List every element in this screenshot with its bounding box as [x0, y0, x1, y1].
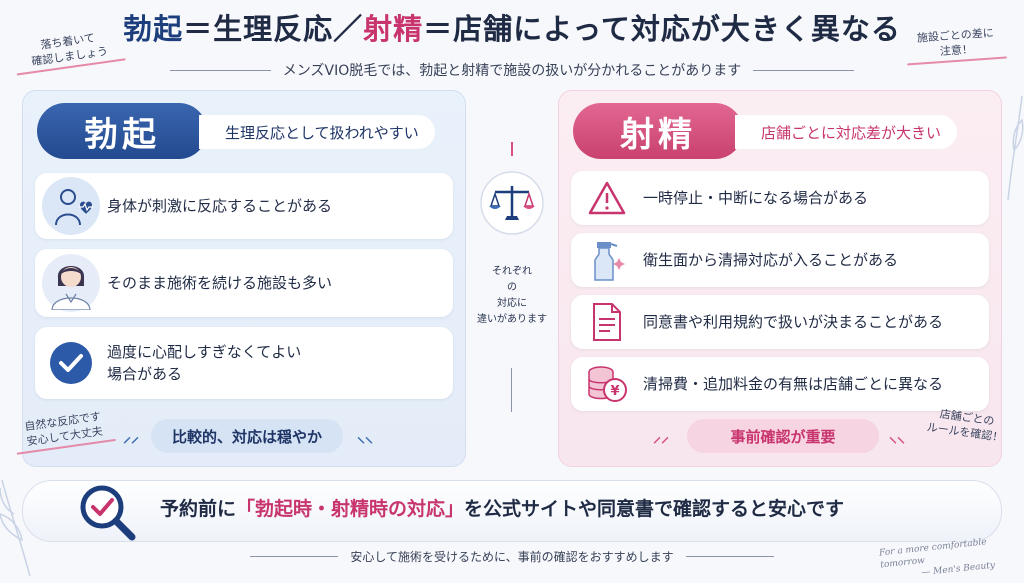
leaf-decoration — [1007, 95, 1024, 200]
item-text: 同意書や利用規約で扱いが決まることがある — [643, 313, 944, 331]
document-icon — [584, 299, 630, 345]
title-erection: 勃起 — [123, 12, 184, 46]
list-item: 同意書や利用規約で扱いが決まることがある — [571, 295, 989, 349]
scale-icon — [472, 170, 552, 236]
item-text: 清掃費・追加料金の有無は店舗ごとに異なる — [643, 375, 944, 393]
rays-decoration: ⸝⸝ — [123, 427, 140, 446]
center-note: それぞれ の 対応に 違いがあります — [477, 266, 547, 325]
list-item: 衛生面から清掃対応が入ることがある — [571, 233, 989, 287]
erection-tag: 勃起 — [37, 103, 207, 159]
rays-decoration: ⸜⸜ — [357, 427, 374, 446]
rays-decoration: ⸝⸝ — [653, 427, 670, 446]
svg-text:¥: ¥ — [610, 384, 619, 399]
ejaculation-panel: 射精 店舗ごとに対応差が大きい 一時停止・中断になる場合がある 衛生面から清掃対… — [558, 90, 1002, 467]
divider — [170, 69, 271, 71]
item-text: 身体が刺激に反応することがある — [107, 197, 333, 215]
divider — [753, 69, 855, 71]
title-equals-store: ＝店舗によって対応が大きく異なる — [423, 12, 901, 46]
title-ejaculation: 射精 — [363, 12, 424, 46]
ejaculation-tag: 射精 — [573, 103, 743, 159]
staff-avatar-icon — [42, 254, 100, 312]
rays-decoration: ⸜⸜ — [889, 427, 906, 446]
erection-panel: 勃起 生理反応として扱われやすい 身体が刺激に反応することがある そのまま施術を… — [22, 90, 466, 467]
title-equals-physiological: ＝生理反応／ — [183, 12, 364, 46]
magnifier-check-icon — [76, 483, 138, 545]
leaf-decoration — [0, 479, 31, 576]
ejaculation-pill: 店舗ごとに対応差が大きい — [735, 115, 958, 149]
note-top-right: 施設ごとの差に 注意！ — [905, 25, 1008, 66]
center-tick — [511, 142, 513, 156]
bottom-note-row: 安心して施術を受けるために、事前の確認をおすすめします — [250, 548, 775, 565]
item-text: そのまま施術を続ける施設も多い — [107, 274, 333, 292]
page-title: 勃起＝生理反応／射精＝店舗によって対応が大きく異なる — [0, 6, 1024, 48]
list-item: 過度に心配しすぎなくてよい 場合がある — [35, 327, 453, 399]
erection-pill: 生理反応として扱われやすい — [199, 115, 435, 149]
banner-text: 予約前に「勃起時・射精時の対応」を公式サイトや同意書で確認すると安心です — [160, 498, 845, 520]
check-icon — [42, 334, 100, 392]
list-item: 一時停止・中断になる場合がある — [571, 171, 989, 225]
bottom-note: 安心して施術を受けるために、事前の確認をおすすめします — [350, 550, 674, 564]
coins-yen-icon: ¥ — [584, 361, 630, 407]
bottom-banner — [22, 480, 1002, 542]
center-column: それぞれ の 対応に 違いがあります — [472, 170, 552, 328]
ejaculation-footer: 事前確認が重要 — [687, 419, 879, 453]
subtitle-row: メンズVIO脱毛では、勃起と射精で施設の扱いが分かれることがあります — [170, 60, 855, 80]
list-item: そのまま施術を続ける施設も多い — [35, 249, 453, 317]
list-item: 身体が刺激に反応することがある — [35, 173, 453, 239]
divider — [685, 556, 775, 557]
item-text: 過度に心配しすぎなくてよい 場合がある — [107, 343, 302, 383]
erection-footer: 比較的、対応は穏やか — [151, 419, 343, 453]
item-text: 衛生面から清掃対応が入ることがある — [643, 251, 899, 269]
list-item: ¥ 清掃費・追加料金の有無は店舗ごとに異なる — [571, 357, 989, 411]
body-heart-icon — [42, 177, 100, 235]
center-line — [511, 368, 512, 412]
warning-icon — [584, 175, 630, 221]
divider — [250, 556, 339, 557]
subtitle: メンズVIO脱毛では、勃起と射精で施設の扱いが分かれることがあります — [282, 63, 742, 79]
item-text: 一時停止・中断になる場合がある — [643, 189, 869, 207]
spray-bottle-icon — [584, 237, 630, 283]
